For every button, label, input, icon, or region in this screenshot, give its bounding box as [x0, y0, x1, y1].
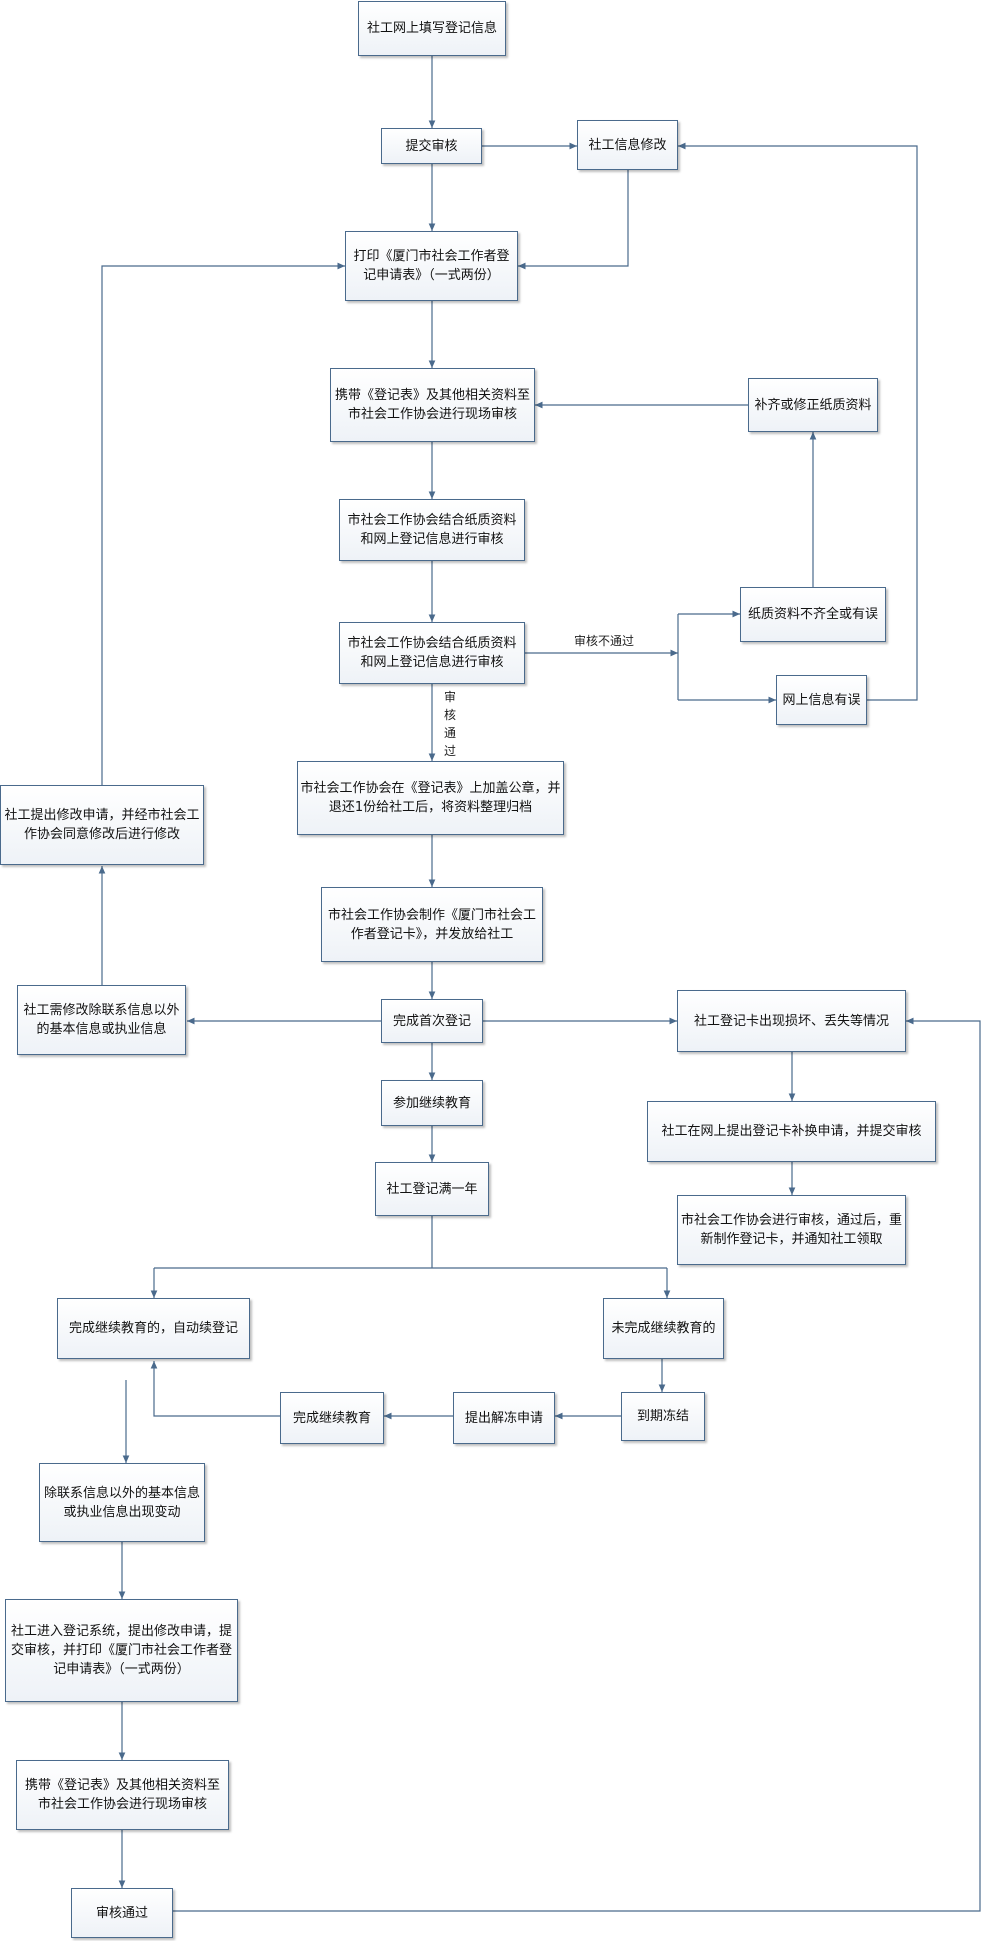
node-enter-system: 社工进入登记系统，提出修改申请，提交审核，并打印《厦门市社会工作者登记申请表》（… [5, 1599, 238, 1702]
node-continuing-education: 参加继续教育 [381, 1080, 483, 1126]
node-online-error: 网上信息有误 [776, 675, 867, 725]
node-paper-error: 纸质资料不齐全或有误 [740, 587, 886, 642]
node-freeze: 到期冻结 [621, 1392, 705, 1441]
node-bring-documents-2: 携带《登记表》及其他相关资料至市社会工作协会进行现场审核 [16, 1760, 229, 1830]
node-submit-review: 提交审核 [381, 128, 482, 164]
node-reissue-apply: 社工在网上提出登记卡补换申请，并提交审核 [647, 1101, 936, 1162]
node-complete-education: 完成继续教育 [280, 1392, 384, 1444]
connector [101, 262, 345, 785]
node-bring-documents: 携带《登记表》及其他相关资料至市社会工作协会进行现场审核 [330, 368, 535, 442]
connector [518, 170, 629, 270]
node-review-passed: 审核通过 [71, 1888, 173, 1938]
node-reissue-card: 市社会工作协会进行审核，通过后，重新制作登记卡，并通知社工领取 [677, 1195, 906, 1265]
node-one-year: 社工登记满一年 [375, 1162, 489, 1216]
node-review-1: 市社会工作协会结合纸质资料和网上登记信息进行审核 [339, 499, 525, 561]
connector [173, 1017, 981, 1912]
connector [150, 1361, 280, 1417]
node-apply-change: 社工提出修改申请，并经市社会工作协会同意修改后进行修改 [0, 785, 204, 865]
node-fill-online: 社工网上填写登记信息 [358, 1, 506, 56]
node-card-lost: 社工登记卡出现损坏、丢失等情况 [677, 990, 906, 1052]
node-modify-info: 社工信息修改 [577, 120, 678, 170]
label-review-failed: 审核不通过 [574, 634, 635, 648]
node-supplement-documents: 补齐或修正纸质资料 [748, 378, 878, 432]
node-stamp-archive: 市社会工作协会在《登记表》上加盖公章，并退还1份给社工后，将资料整理归档 [297, 761, 564, 835]
node-print-form: 打印《厦门市社会工作者登记申请表》（一式两份） [345, 231, 518, 301]
node-unfreeze-apply: 提出解冻申请 [453, 1392, 555, 1444]
node-auto-renew: 完成继续教育的，自动续登记 [57, 1298, 250, 1359]
node-info-changed: 除联系信息以外的基本信息或执业信息出现变动 [39, 1463, 205, 1542]
node-first-registration: 完成首次登记 [381, 999, 483, 1043]
node-not-completed: 未完成继续教育的 [603, 1298, 724, 1359]
node-make-card: 市社会工作协会制作《厦门市社会工作者登记卡》，并发放给社工 [321, 887, 543, 962]
node-review-2: 市社会工作协会结合纸质资料和网上登记信息进行审核 [339, 622, 525, 684]
connector [678, 142, 918, 701]
label-review-passed: 审核通过 [443, 690, 456, 758]
node-need-change: 社工需修改除联系信息以外的基本信息或执业信息 [17, 985, 186, 1055]
